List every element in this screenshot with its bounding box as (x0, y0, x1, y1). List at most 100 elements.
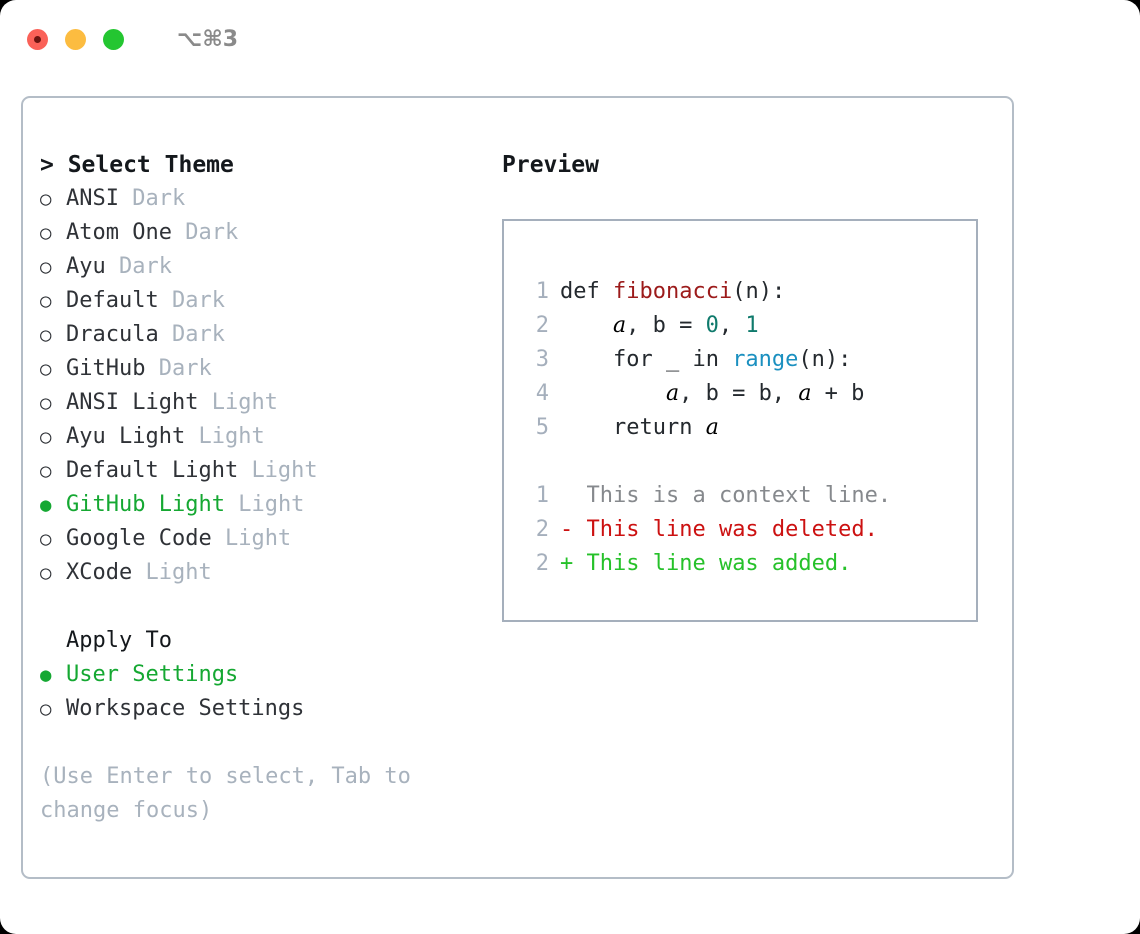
select-theme-heading: > Select Theme (40, 152, 234, 178)
code-token-plain: (n): (798, 347, 852, 372)
radio-unselected-icon: ○ (40, 256, 52, 278)
theme-option-label: Default Light (66, 458, 239, 483)
spacer (132, 556, 145, 590)
spacer (106, 250, 119, 284)
apply-to-heading: Apply To (66, 628, 172, 653)
diff-line-deleted: 2- This line was deleted. (523, 513, 976, 547)
line-number: 2 (535, 313, 549, 338)
apply-to-list[interactable]: ●User Settings○Workspace Settings (40, 658, 490, 726)
code-token-num: 1 (745, 313, 759, 338)
apply-to-option-user-settings[interactable]: ●User Settings (40, 658, 490, 692)
theme-option-label: XCode (66, 560, 133, 585)
code-token-var: a (612, 313, 627, 338)
spacer (159, 318, 172, 352)
diff-sign (560, 479, 573, 513)
theme-variant-tag: Light (251, 458, 318, 483)
theme-option-default-light[interactable]: ○ Default Light Light (40, 454, 490, 488)
code-token-fn: fibonacci (612, 279, 733, 304)
code-token-call: range (732, 347, 799, 372)
keyboard-hint-text: (Use Enter to select, Tab to change focu… (40, 764, 425, 823)
theme-variant-tag: Dark (119, 254, 172, 279)
theme-option-label: Atom One (66, 220, 172, 245)
theme-list[interactable]: ○ANSI Dark○Atom One Dark○Ayu Dark○Defaul… (40, 182, 490, 590)
maximize-window-icon[interactable] (103, 28, 124, 50)
theme-option-google-code[interactable]: ○Google Code Light (40, 522, 490, 556)
theme-option-dracula[interactable]: ○Dracula Dark (40, 318, 490, 352)
code-token-plain: , b = b, (679, 381, 799, 406)
diff-line-added: 2+ This line was added. (523, 547, 976, 581)
code-token-var: a (798, 381, 812, 406)
theme-variant-tag: Light (145, 560, 212, 585)
theme-option-github-light[interactable]: ● GitHub Light Light (40, 488, 490, 522)
theme-option-ayu[interactable]: ○ Ayu Dark (40, 250, 490, 284)
radio-unselected-icon: ○ (40, 290, 52, 312)
spacer (159, 284, 172, 318)
code-token-plain (560, 313, 613, 338)
line-number: 3 (535, 347, 549, 372)
code-line-content: for _ in range(n): (560, 343, 851, 377)
code-token-plain: return (560, 415, 706, 440)
theme-option-github[interactable]: ○GitHub Dark (40, 352, 490, 386)
spacer (225, 488, 238, 522)
radio-selected-icon: ● (40, 494, 52, 516)
theme-variant-tag: Light (211, 390, 278, 415)
spacer (119, 182, 132, 216)
code-line: 3 for _ in range(n): (523, 343, 976, 377)
code-token-plain: , (718, 313, 746, 338)
diff-sample: 1 This is a context line.2- This line wa… (523, 479, 976, 581)
theme-option-ansi[interactable]: ○ANSI Dark (40, 182, 490, 216)
theme-option-label: Default (66, 288, 159, 313)
theme-option-xcode[interactable]: ○ XCode Light (40, 556, 490, 590)
theme-option-label: ANSI (66, 186, 119, 211)
radio-unselected-icon: ○ (40, 562, 52, 584)
line-number: 4 (535, 381, 549, 406)
theme-option-ayu-light[interactable]: ○ Ayu Light Light (40, 420, 490, 454)
code-line: 5 return a (523, 411, 976, 445)
code-token-num: 0 (705, 313, 719, 338)
spacer (145, 352, 158, 386)
line-number: 2 (535, 551, 549, 576)
line-number: 2 (535, 517, 549, 542)
code-token-var: a (705, 415, 719, 440)
theme-option-atom-one[interactable]: ○ Atom One Dark (40, 216, 490, 250)
radio-selected-icon: ● (40, 664, 52, 686)
close-window-icon[interactable] (27, 28, 48, 50)
theme-option-label: Ayu Light (66, 424, 186, 449)
theme-option-label: GitHub Light (66, 492, 225, 517)
theme-variant-tag: Dark (132, 186, 186, 211)
spacer (172, 216, 185, 250)
spacer (198, 386, 211, 420)
preview-heading: Preview (502, 152, 599, 178)
title-bar: ⌥⌘3 (0, 0, 1140, 78)
theme-variant-tag: Light (198, 424, 265, 449)
radio-unselected-icon: ○ (40, 698, 52, 720)
theme-option-ansi-light[interactable]: ○ANSI Light Light (40, 386, 490, 420)
theme-variant-tag: Light (238, 492, 305, 517)
minimize-window-icon[interactable] (65, 28, 86, 50)
spacer (185, 420, 198, 454)
code-line-content: a, b = 0, 1 (560, 309, 759, 343)
apply-to-option-workspace-settings[interactable]: ○Workspace Settings (40, 692, 490, 726)
theme-option-default[interactable]: ○ Default Dark (40, 284, 490, 318)
diff-text: This line was added. (573, 551, 852, 576)
code-token-plain: (n): (732, 279, 786, 304)
radio-unselected-icon: ○ (40, 426, 52, 448)
code-line-content: def fibonacci(n): (560, 275, 785, 309)
theme-option-label: Ayu (66, 254, 106, 279)
radio-unselected-icon: ○ (40, 460, 52, 482)
code-token-var: a (665, 381, 680, 406)
theme-variant-tag: Dark (171, 288, 225, 313)
code-line: 4 a, b = b, a + b (523, 377, 976, 411)
main-panel: > Select Theme ○ANSI Dark○Atom One Dark○… (21, 96, 1014, 879)
diff-sign: - (560, 517, 574, 542)
code-token-plain (560, 381, 666, 406)
diff-text: This line was deleted. (573, 517, 878, 542)
theme-variant-tag: Dark (185, 220, 239, 245)
code-token-plain: def (560, 279, 613, 304)
theme-selector-column: > Select Theme ○ANSI Dark○Atom One Dark○… (40, 148, 490, 828)
radio-unselected-icon: ○ (40, 222, 52, 244)
theme-option-label: Dracula (66, 322, 159, 347)
